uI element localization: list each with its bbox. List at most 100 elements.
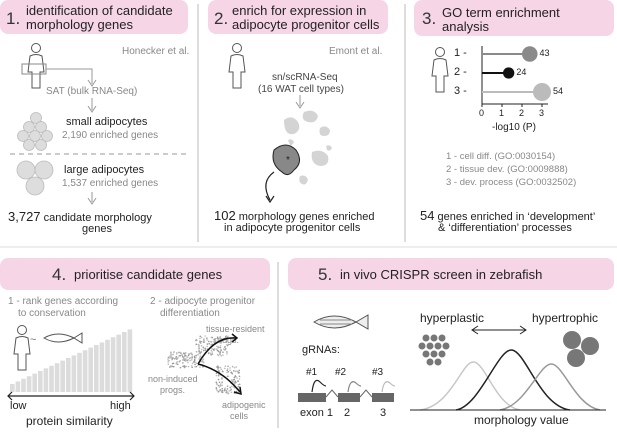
- scatter-point: [203, 338, 205, 340]
- distribution-curve-right: [499, 363, 601, 411]
- scatter-point: [217, 384, 220, 387]
- scatter-point: [183, 366, 186, 369]
- scatter-point: [235, 381, 237, 384]
- arrow-to-small: [87, 98, 97, 113]
- scatter-point: [200, 344, 203, 347]
- scatter-point: [227, 375, 230, 378]
- scatter-point: [226, 385, 229, 387]
- scatter-point: [211, 351, 213, 353]
- arrow-to-umap: [295, 95, 305, 109]
- scatter-point: [199, 337, 201, 340]
- go-lollipop-dot: [533, 83, 551, 101]
- scatter-point: [237, 370, 239, 373]
- panel4-tissue-line2: progs.: [214, 335, 240, 345]
- scatter-point: [199, 335, 202, 338]
- panel4-title: prioritise candidate genes: [74, 267, 223, 282]
- differentiation-scatter: [167, 335, 241, 395]
- scatter-point: [210, 336, 213, 339]
- panel4-sub2-line2: differentiation: [160, 308, 220, 319]
- go-axis-tick-label: 2: [519, 108, 525, 118]
- scatter-point: [226, 344, 229, 347]
- panel5-hypertrophic: hypertrophic: [532, 311, 599, 325]
- panel2-title-line1: enrich for expression in: [232, 3, 367, 18]
- conservation-bar: [54, 363, 60, 392]
- scatter-point: [217, 366, 219, 369]
- scatter-point: [237, 372, 240, 374]
- scatter-point: [178, 361, 180, 363]
- scatter-point: [216, 353, 219, 356]
- conservation-bar: [94, 345, 99, 392]
- scatter-point: [213, 341, 216, 343]
- scatter-point: [197, 343, 199, 346]
- panel1-small-label: small adipocytes: [66, 116, 148, 128]
- panel2-result-line1: morphology genes enriched: [238, 211, 375, 223]
- scatter-point: [231, 365, 234, 368]
- scatter-point: [238, 383, 241, 386]
- scatter-point: [237, 383, 240, 386]
- scatter-point: [223, 348, 225, 350]
- scatter-point: [179, 354, 182, 357]
- scatter-point: [224, 347, 227, 350]
- scatter-point: [215, 340, 217, 342]
- trajectory-adipogenic: [197, 363, 241, 393]
- scatter-point: [229, 367, 231, 369]
- scatter-point: [210, 344, 212, 346]
- scatter-point: [179, 366, 182, 369]
- scatter-point: [226, 369, 228, 372]
- scatter-point: [213, 338, 215, 341]
- scatter-point: [171, 356, 173, 359]
- panel1-result-line1: candidate morphology: [43, 212, 152, 224]
- scatter-point: [231, 372, 234, 375]
- trajectory-tissue-head: [231, 333, 239, 343]
- panel1-title-line1: identification of candidate: [26, 3, 173, 18]
- scatter-point: [183, 357, 185, 359]
- scatter-point: [193, 355, 196, 358]
- panel3-title-line2: analysis: [442, 19, 489, 34]
- scatter-point: [196, 339, 198, 342]
- scatter-point: [183, 355, 186, 357]
- hypertrophic-cells: [563, 331, 599, 367]
- scatter-point: [218, 381, 221, 384]
- scatter-point: [170, 352, 172, 354]
- scatter-point: [217, 378, 220, 381]
- person-icon-panel4: [13, 325, 31, 371]
- scatter-point: [175, 352, 178, 354]
- panel5-hyperplastic: hyperplastic: [420, 311, 485, 325]
- scatter-point: [219, 335, 221, 338]
- scatter-point: [222, 354, 224, 356]
- scatter-point: [238, 375, 241, 378]
- scatter-point: [206, 345, 208, 348]
- panel3-result: 54 genes enriched in ‘development’: [420, 208, 595, 223]
- conservation-bar: [10, 384, 15, 392]
- scatter-point: [206, 343, 209, 345]
- scatter-point: [221, 376, 223, 379]
- panel4-adipogenic-line2: cells: [230, 411, 249, 421]
- scatter-point: [217, 337, 219, 340]
- panel3-title-line1: GO term enrichment: [442, 5, 560, 20]
- scatter-point: [201, 359, 204, 362]
- scatter-point: [208, 342, 211, 345]
- scatter-point: [226, 365, 229, 368]
- panel5-guide1: #1: [306, 367, 318, 378]
- scatter-point: [202, 346, 205, 349]
- arrow-to-result1: [87, 192, 97, 205]
- scatter-point: [212, 348, 215, 351]
- panel2-method-line1: sn/scRNA-Seq: [272, 72, 338, 83]
- scatter-point: [226, 391, 229, 394]
- scatter-point: [194, 365, 196, 368]
- scatter-point: [203, 347, 206, 350]
- arrow-to-result2: [265, 171, 275, 201]
- scatter-point: [194, 363, 196, 366]
- conservation-bar: [21, 378, 26, 392]
- scatter-point: [203, 341, 205, 344]
- arrow-to-result2-head: [265, 195, 275, 204]
- scatter-point: [234, 380, 236, 383]
- scatter-point: [230, 391, 233, 394]
- scatter-point: [230, 371, 233, 374]
- scatter-point: [232, 380, 234, 383]
- scatter-point: [195, 343, 198, 346]
- vs-tilde: ~: [30, 334, 36, 346]
- scatter-point: [216, 389, 219, 392]
- scatter-point: [216, 345, 218, 348]
